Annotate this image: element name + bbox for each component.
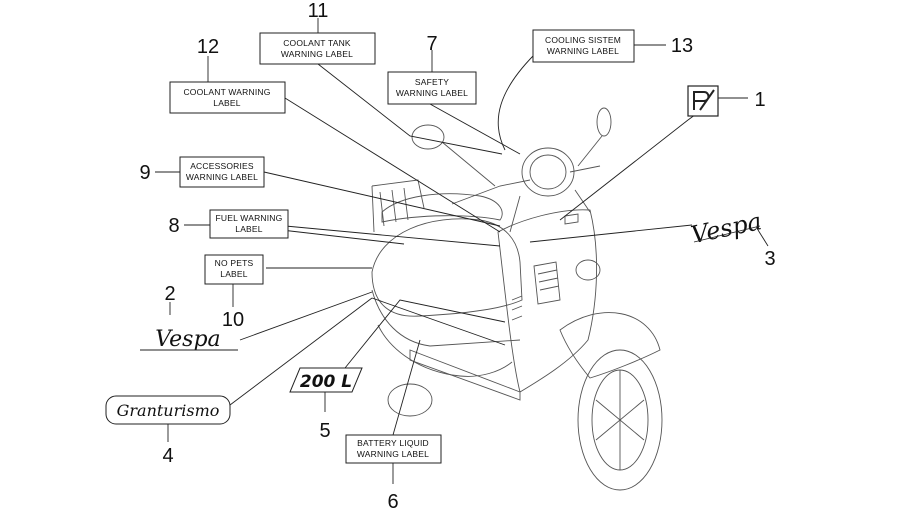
callout-11: 11: [308, 0, 329, 22]
scooter-rear-body-lower: [371, 289, 521, 347]
leader-8b: [263, 223, 501, 247]
label-9-group: ACCESSORIES WARNING LABEL: [179, 156, 265, 188]
label-11-box: [259, 32, 376, 65]
label-7-line1: SAFETY: [415, 77, 449, 87]
label-7-box: [387, 71, 477, 105]
callout-5: 5: [319, 420, 330, 442]
badge-vespa-front-underline: [693, 225, 761, 243]
scooter-left-mirror: [411, 124, 445, 150]
label-6-line1: BATTERY LIQUID: [357, 438, 429, 448]
label-13-group: COOLING SISTEM WARNING LABEL: [532, 29, 635, 63]
scooter-right-mirror: [596, 107, 612, 137]
leader-9: [263, 171, 501, 227]
scooter-leg-shield: [497, 209, 597, 393]
label-10-box: [204, 254, 264, 285]
label-10-group: NO PETS LABEL: [204, 254, 264, 285]
callout-9: 9: [139, 162, 150, 184]
label-13-line2: WARNING LABEL: [547, 46, 619, 56]
scooter-front-fender: [559, 312, 661, 379]
label-7-group: SAFETY WARNING LABEL: [387, 71, 477, 105]
scooter-headlight-lens: [529, 154, 567, 190]
label-9-line1: ACCESSORIES: [190, 161, 254, 171]
label-13-line1: COOLING SISTEM: [545, 35, 621, 45]
label-6-group: BATTERY LIQUID WARNING LABEL: [345, 434, 442, 464]
label-6-box: [345, 434, 442, 464]
scooter-rack: [371, 179, 425, 233]
badge-granturismo-text: Granturismo: [117, 401, 220, 420]
scooter-floor-grille: [511, 295, 523, 321]
label-11-group: COOLANT TANK WARNING LABEL: [259, 32, 376, 65]
leader-lines: [155, 18, 769, 484]
scooter-steering-column: [509, 189, 591, 233]
label-12-line1: COOLANT WARNING: [183, 87, 270, 97]
leader-5: [344, 299, 506, 369]
label-8-group: FUEL WARNING LABEL: [209, 209, 289, 239]
label-10-line1: NO PETS: [215, 258, 254, 268]
leader-11: [317, 63, 503, 155]
scooter-rear-wheel: [387, 383, 433, 417]
badge-granturismo: Granturismo: [105, 395, 231, 425]
scooter-seat: [381, 193, 503, 223]
badge-granturismo-frame: [105, 395, 231, 425]
label-8-line2: LABEL: [235, 224, 263, 234]
badge-piaggio-mark: [693, 89, 715, 111]
leader-7: [429, 103, 521, 155]
label-13-box: [532, 29, 635, 63]
label-9-line2: WARNING LABEL: [186, 172, 258, 182]
label-8-box: [209, 209, 289, 239]
scooter-right-mirror-arm: [577, 135, 603, 167]
leader-6: [392, 339, 421, 436]
label-11-line2: WARNING LABEL: [281, 49, 353, 59]
scooter-vent: [533, 261, 561, 305]
callout-7: 7: [426, 33, 437, 55]
callout-10: 10: [222, 309, 244, 331]
scooter-handlebar: [451, 165, 601, 205]
label-12-line2: LABEL: [213, 98, 241, 108]
scooter-side-badge: [575, 259, 601, 281]
badge-vespa-side-text: Vespa: [155, 327, 220, 352]
label-6-line2: WARNING LABEL: [357, 449, 429, 459]
leader-2: [239, 291, 373, 341]
leader-12: [284, 97, 501, 233]
scooter-headlight: [521, 147, 575, 197]
label-12-box: [169, 81, 286, 114]
label-11-line1: COOLANT TANK: [283, 38, 351, 48]
callout-1: 1: [754, 89, 765, 111]
badge-200l-shape: [289, 367, 363, 393]
scooter-left-mirror-arm: [441, 141, 496, 187]
scooter-cowl-emblem: [564, 213, 579, 225]
label-12-group: COOLANT WARNING LABEL: [169, 81, 286, 114]
leader-3: [529, 224, 693, 243]
scooter-wheel-spokes: [595, 370, 645, 470]
label-7-line2: WARNING LABEL: [396, 88, 468, 98]
leader-13: [497, 55, 534, 151]
leader-5b: [371, 297, 506, 346]
badge-vespa-front: Vespa: [689, 207, 765, 249]
callout-6: 6: [387, 491, 398, 513]
label-8-line1: FUEL WARNING: [216, 213, 283, 223]
scooter-engine: [377, 324, 513, 377]
leader-1: [559, 97, 748, 221]
badge-200l: 200 L: [289, 367, 363, 393]
label-9-box: [179, 156, 265, 188]
scooter-drawing: [371, 107, 663, 491]
scooter-rear-body: [371, 218, 523, 317]
callout-13: 13: [671, 35, 693, 57]
callout-8: 8: [168, 215, 179, 237]
callout-3: 3: [764, 248, 775, 270]
scooter-floorboard: [409, 349, 521, 401]
tick-3: [757, 229, 769, 247]
badge-piaggio-logo: [687, 85, 719, 117]
callout-numbers: 1 2 3 4 5 6 7 8 9 10 11 12 13: [139, 0, 775, 513]
scooter-front-wheel: [577, 349, 663, 491]
callout-2: 2: [164, 283, 175, 305]
badge-200l-text: 200 L: [300, 372, 352, 392]
badge-vespa-side: Vespa: [140, 327, 238, 352]
callout-4: 4: [162, 445, 173, 467]
leader-4: [225, 297, 373, 409]
callout-12: 12: [197, 36, 219, 58]
label-10-line2: LABEL: [220, 269, 248, 279]
